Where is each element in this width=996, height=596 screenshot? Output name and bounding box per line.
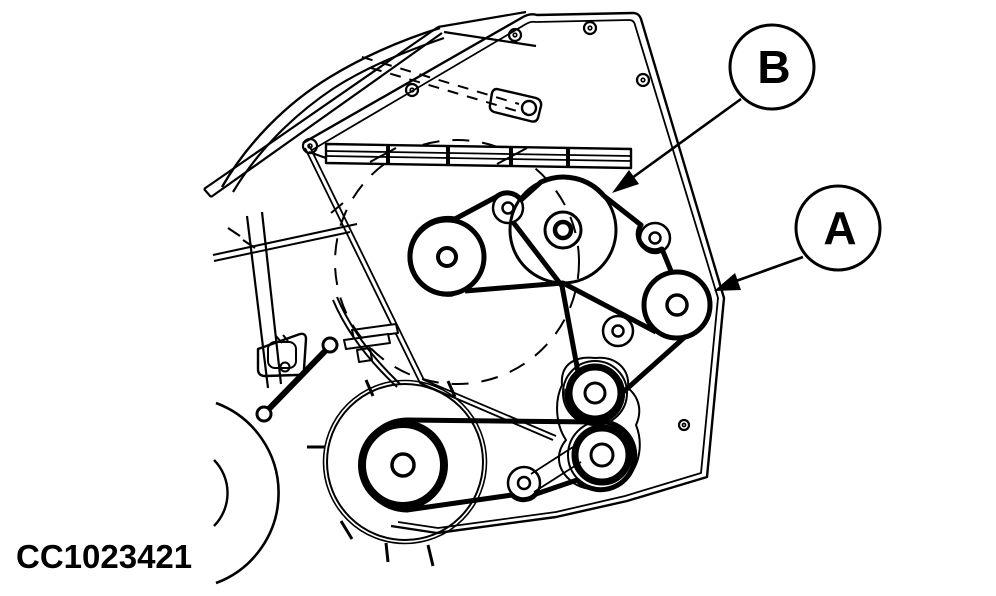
housing-ticks [307, 379, 457, 567]
upper-belt-idler-run [602, 194, 674, 272]
upper-slat-rail [308, 142, 633, 170]
upper-belt-left-run [407, 174, 606, 297]
callout-b-arrow-icon [612, 170, 639, 193]
upper-belt-cross-run [464, 280, 658, 335]
callout-b-leader [631, 97, 742, 180]
pulley-housing [307, 379, 488, 567]
upper-belt-a-to-m [619, 334, 688, 396]
pulley-a [641, 269, 713, 341]
drive-belts [359, 174, 688, 513]
frame-members [203, 10, 557, 441]
main-panel [301, 11, 726, 535]
callout-a: A [714, 184, 882, 291]
callout-a-leader [735, 255, 804, 283]
idler-pulley-2 [601, 314, 635, 348]
callout-b-label: B [757, 41, 790, 93]
tensioner-arm [255, 336, 339, 423]
idler-plate [556, 356, 641, 491]
panel-bolts [301, 20, 691, 432]
pulleys [358, 175, 713, 510]
upper-belt-m-wrap [564, 378, 626, 425]
figure-id-caption: CC1023421 [16, 538, 192, 575]
callout-a-arrow-icon [714, 273, 741, 291]
callout-b-circle [728, 23, 816, 111]
bale-chamber-circle [332, 139, 580, 388]
callout-a-label: A [823, 202, 856, 254]
mounting-bracket [256, 332, 308, 378]
lower-belt [359, 417, 638, 513]
upper-belt-return-run [511, 220, 581, 373]
pulley-mid-lower [562, 360, 628, 426]
callout-a-circle [794, 184, 882, 272]
ground-wheel [213, 401, 280, 585]
callout-b: B [612, 23, 816, 193]
belt-adjuster [343, 323, 399, 363]
hidden-strap [361, 56, 543, 123]
